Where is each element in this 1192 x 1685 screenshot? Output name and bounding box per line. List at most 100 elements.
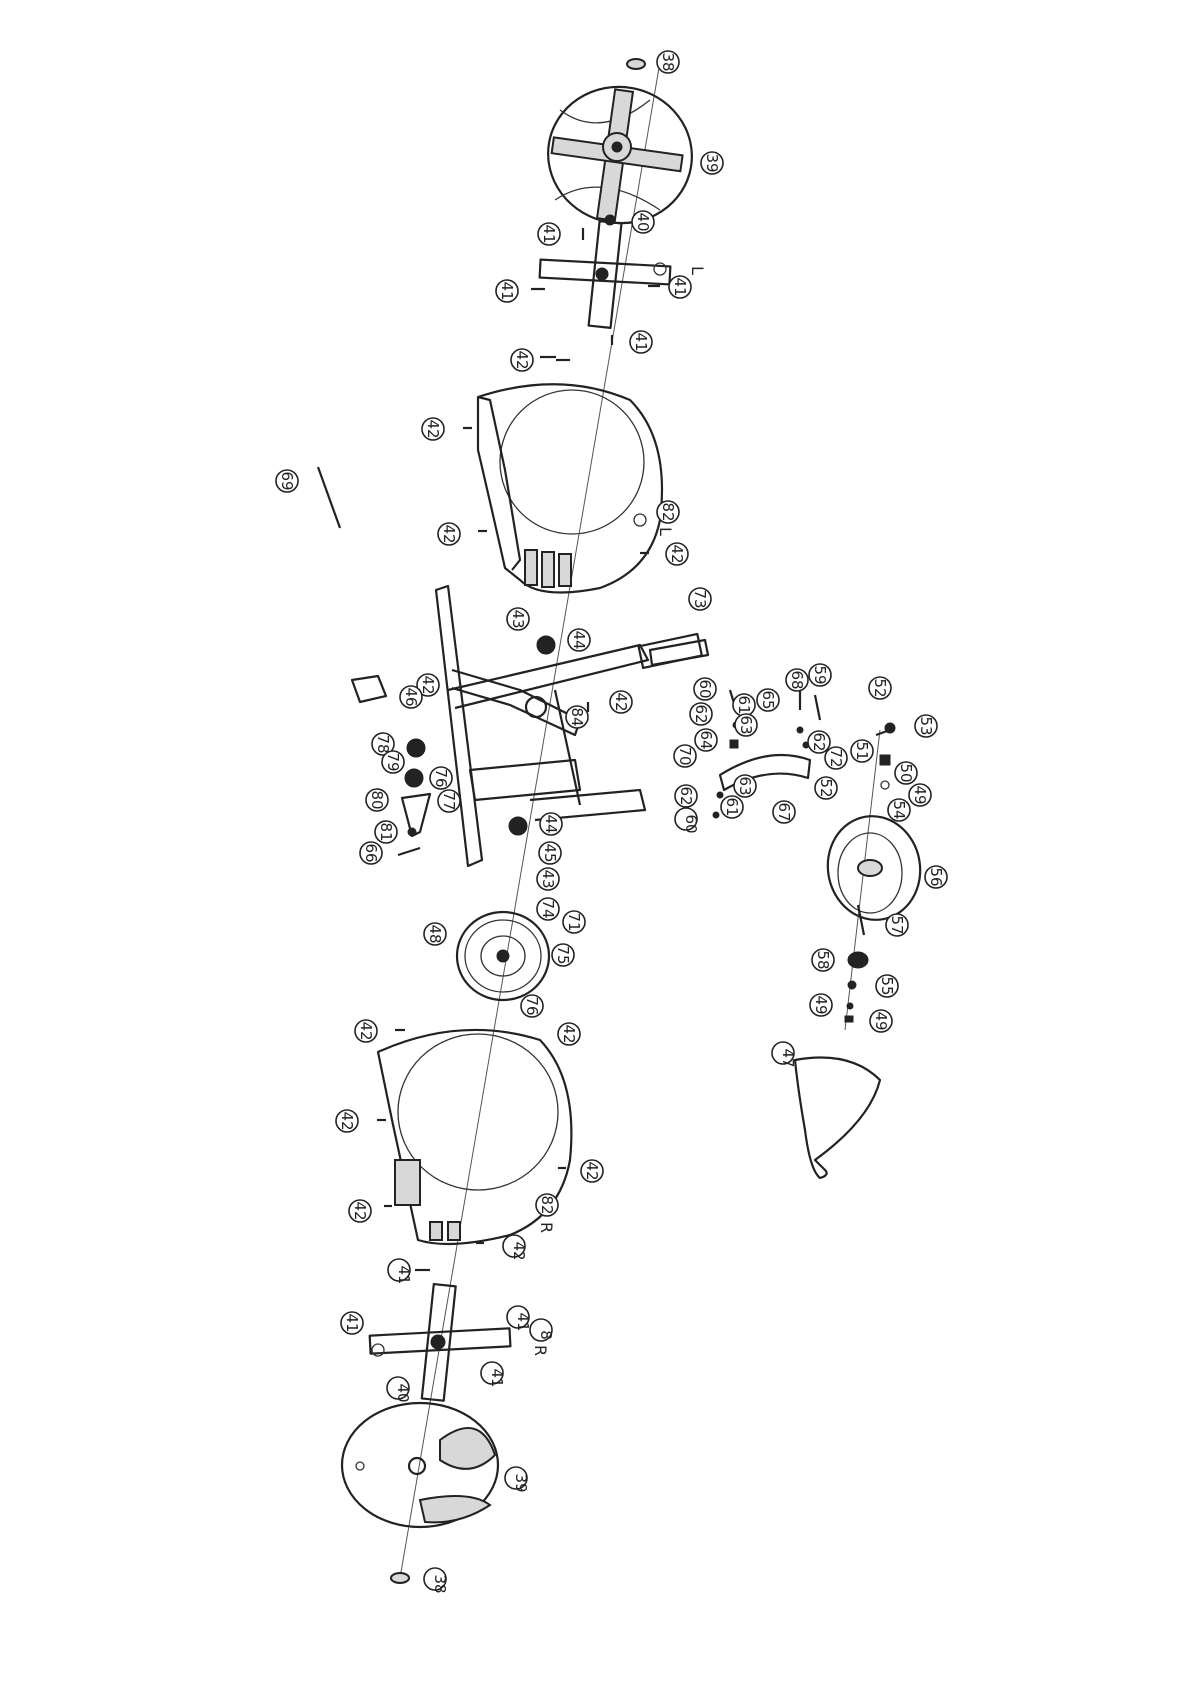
- callout-number: 49: [812, 995, 830, 1014]
- callout-number: 42: [424, 419, 442, 438]
- callout-number: 41: [671, 277, 689, 296]
- callout-8R: 8: [530, 1319, 555, 1341]
- callout-41-a: 41: [538, 223, 560, 245]
- callout-77: 77: [438, 790, 460, 812]
- callout-42-l: 42: [503, 1235, 528, 1261]
- callout-number: 41: [343, 1313, 361, 1332]
- callout-number: 41: [488, 1368, 506, 1387]
- callout-number: 80: [368, 790, 386, 809]
- callout-52-b: 52: [869, 677, 891, 699]
- callout-70: 70: [674, 745, 696, 767]
- callout-number: 8: [537, 1330, 555, 1340]
- callout-number: 72: [827, 748, 845, 767]
- part-38-top-nut: [627, 59, 645, 69]
- callout-41-f: 41: [341, 1312, 363, 1334]
- callout-number: 79: [384, 752, 402, 771]
- callout-53: 53: [915, 715, 937, 737]
- side-mark-8R: R: [531, 1345, 550, 1356]
- callout-number: 76: [523, 996, 541, 1015]
- part-44-bearing-upper: [537, 636, 555, 654]
- callout-number: 82: [538, 1195, 556, 1214]
- callout-number: 44: [570, 630, 588, 649]
- callout-80: 80: [366, 789, 388, 811]
- callout-41-d: 41: [630, 331, 652, 353]
- callout-60-a: 60: [694, 678, 716, 700]
- callout-number: 60: [682, 814, 700, 833]
- callout-82R: 82: [536, 1194, 558, 1216]
- part-44-bearing-lower: [509, 817, 527, 835]
- callout-64: 64: [695, 729, 717, 751]
- callout-number: 42: [612, 692, 630, 711]
- callout-number: 52: [817, 778, 835, 797]
- part-82L-left-shroud: [478, 384, 662, 592]
- callout-number: 64: [697, 730, 715, 749]
- callout-42-c: 42: [438, 523, 460, 545]
- callout-39-top: 39: [701, 152, 723, 174]
- callout-number: 43: [509, 609, 527, 628]
- callout-55: 55: [876, 975, 898, 997]
- callout-41-h: 41: [481, 1362, 506, 1388]
- callout-number: 77: [440, 791, 458, 810]
- callout-51: 51: [851, 740, 873, 762]
- callout-46: 46: [400, 686, 422, 708]
- callout-number: 45: [541, 843, 559, 862]
- callout-42-h: 42: [558, 1023, 580, 1045]
- part-59-spring: [815, 695, 820, 720]
- callout-41-b: 41: [496, 280, 518, 302]
- callout-40-top: 40: [632, 211, 654, 233]
- callout-76-upper: 76: [430, 767, 452, 789]
- callout-58: 58: [812, 949, 834, 971]
- callout-number: 78: [374, 734, 392, 753]
- callout-45: 45: [539, 842, 561, 864]
- callout-number: 51: [853, 741, 871, 760]
- part-46-handle: [352, 676, 386, 702]
- callout-49-c: 49: [870, 1010, 892, 1032]
- callout-number: 42: [351, 1201, 369, 1220]
- callout-63-a: 63: [735, 714, 757, 736]
- callout-75: 75: [552, 944, 574, 966]
- callout-number: 42: [513, 350, 531, 369]
- callout-number: 61: [735, 695, 753, 714]
- callout-40-bottom: 40: [387, 1377, 412, 1403]
- callout-71: 71: [563, 911, 585, 933]
- callout-74: 74: [537, 898, 559, 920]
- callout-38-bottom: 38: [424, 1568, 449, 1594]
- callout-number: 82: [659, 502, 677, 521]
- callout-47: 47: [772, 1042, 797, 1068]
- side-mark-82R: R: [537, 1222, 556, 1233]
- callout-59: 59: [809, 664, 831, 686]
- callout-42-f: 42: [610, 691, 632, 713]
- callout-number: 39: [703, 153, 721, 172]
- callout-number: 43: [539, 869, 557, 888]
- callout-number: 69: [278, 471, 296, 490]
- callout-number: 54: [890, 800, 908, 819]
- callout-number: 68: [788, 670, 806, 689]
- callout-number: 42: [440, 524, 458, 543]
- callout-number: 74: [539, 899, 557, 918]
- callout-number: 62: [677, 786, 695, 805]
- callout-79: 79: [382, 751, 404, 773]
- part-47-drive-belt: [795, 1058, 880, 1179]
- callout-number: 57: [888, 915, 906, 934]
- callout-number: 67: [775, 802, 793, 821]
- callout-number: 52: [871, 678, 889, 697]
- callout-number: 41: [395, 1265, 413, 1284]
- callout-number: 42: [668, 544, 686, 563]
- callout-61-a: 61: [733, 694, 755, 716]
- callout-67: 67: [773, 801, 795, 823]
- callout-63-b: 63: [734, 775, 756, 797]
- callout-number: 42: [338, 1111, 356, 1130]
- callout-number: 65: [759, 690, 777, 709]
- callout-number: 41: [498, 281, 516, 300]
- callout-41-g: 41: [507, 1306, 532, 1332]
- callout-number: 60: [696, 679, 714, 698]
- callout-number: 63: [736, 776, 754, 795]
- callout-number: 71: [565, 912, 583, 931]
- callout-number: 38: [659, 52, 677, 71]
- callout-number: 73: [691, 589, 709, 608]
- callout-number: 44: [542, 814, 560, 833]
- callout-54: 54: [888, 799, 910, 821]
- side-mark-82L: L: [656, 527, 675, 536]
- callout-82L: 82: [657, 501, 679, 523]
